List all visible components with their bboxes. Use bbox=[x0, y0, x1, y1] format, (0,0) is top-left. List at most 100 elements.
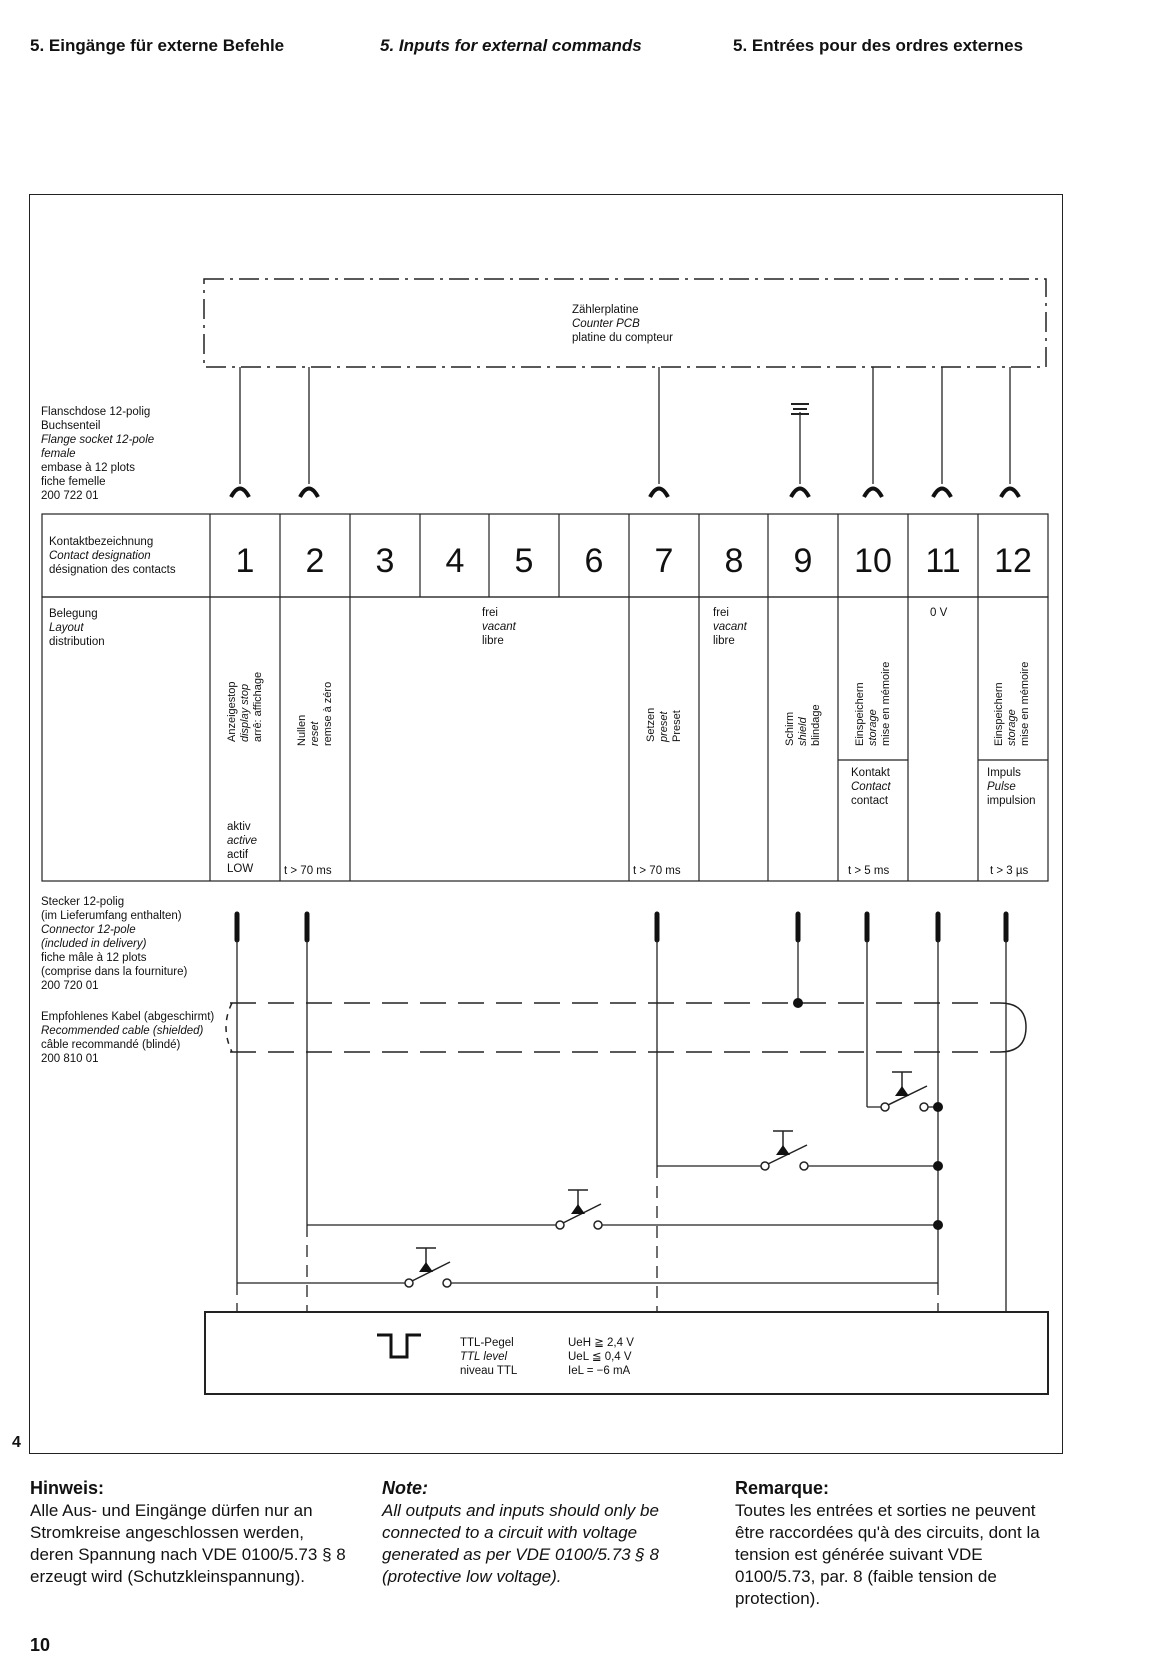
vacant-en: vacant bbox=[482, 621, 516, 633]
zero-volt-label: 0 V bbox=[930, 607, 948, 619]
connector-l2: (im Lieferumfang enthalten) bbox=[41, 910, 182, 922]
pin-number: 4 bbox=[445, 542, 465, 580]
col2-function: Nullen reset remse à zéro bbox=[296, 682, 335, 746]
ttl-v3: IeL = −6 mA bbox=[568, 1365, 631, 1377]
flange-l7: 200 722 01 bbox=[41, 490, 99, 502]
col10-type: Kontakt Contact contact bbox=[851, 766, 891, 808]
pin-number: 9 bbox=[793, 542, 813, 580]
vacant-fr: libre bbox=[482, 635, 504, 647]
ttl-fr: niveau TTL bbox=[460, 1365, 518, 1377]
connector-l3: Connector 12-pole bbox=[41, 924, 136, 936]
flange-l1: Flanschdose 12-polig bbox=[41, 406, 151, 418]
cable-l3: câble recommandé (blindé) bbox=[41, 1039, 181, 1051]
cable-l4: 200 810 01 bbox=[41, 1053, 99, 1065]
ttl-v1: UeH ≧ 2,4 V bbox=[568, 1337, 634, 1349]
col7-fr: Preset bbox=[671, 710, 683, 742]
pin-number: 2 bbox=[305, 542, 325, 580]
page-left-number: 4 bbox=[12, 1434, 21, 1451]
page-number: 10 bbox=[30, 1635, 51, 1655]
header-fr: 5. Entrées pour des ordres externes bbox=[733, 36, 1024, 55]
pin-number: 7 bbox=[654, 542, 674, 580]
col1-a2: active bbox=[227, 835, 258, 847]
col10-time: t > 5 ms bbox=[848, 865, 890, 877]
pin-number: 3 bbox=[375, 542, 395, 580]
note-body-de: Alle Aus- und Eingänge dürfen nur an Str… bbox=[30, 1501, 346, 1586]
contact-designation-label: Kontaktbezeichnung Contact designation d… bbox=[49, 535, 176, 577]
connector-label: Stecker 12-polig (im Lieferumfang enthal… bbox=[41, 895, 187, 993]
pin-number: 1 bbox=[235, 542, 255, 580]
pin-number: 11 bbox=[925, 542, 961, 580]
col12-k3: impulsion bbox=[987, 795, 1036, 807]
cable-label: Empfohlenes Kabel (abgeschirmt) Recommen… bbox=[41, 1010, 215, 1066]
pin-number: 8 bbox=[724, 542, 744, 580]
col7-en: preset bbox=[658, 711, 670, 742]
col1-de: Anzeigestop bbox=[226, 681, 238, 742]
vacant-en: vacant bbox=[713, 621, 747, 633]
connector-l6: (comprise dans la fourniture) bbox=[41, 966, 188, 978]
contact-de: Kontaktbezeichnung bbox=[49, 536, 154, 548]
col12-function: Einspeichern storage mise en mémoire bbox=[993, 662, 1032, 746]
layout-en: Layout bbox=[49, 622, 84, 634]
connector-l7: 200 720 01 bbox=[41, 980, 99, 992]
col10-en: storage bbox=[867, 709, 879, 746]
cable-l2: Recommended cable (shielded) bbox=[41, 1025, 204, 1037]
col12-k1: Impuls bbox=[987, 767, 1021, 779]
col1-active: aktiv active actif LOW bbox=[227, 820, 257, 876]
pcb-fr: platine du compteur bbox=[572, 332, 674, 344]
col10-function: Einspeichern storage mise en mémoire bbox=[854, 662, 893, 746]
col2-en: reset bbox=[309, 721, 321, 746]
ttl-level-label: TTL-Pegel TTL level niveau TTL bbox=[460, 1336, 517, 1378]
col12-type: Impuls Pulse impulsion bbox=[987, 766, 1036, 808]
col10-k3: contact bbox=[851, 795, 889, 807]
vacant-de: frei bbox=[482, 607, 498, 619]
connector-l5: fiche mâle à 12 plots bbox=[41, 952, 147, 964]
ttl-values: UeH ≧ 2,4 V UeL ≦ 0,4 V IeL = −6 mA bbox=[568, 1336, 634, 1378]
col12-de: Einspeichern bbox=[993, 682, 1005, 746]
col2-de: Nullen bbox=[296, 714, 308, 746]
ttl-de: TTL-Pegel bbox=[460, 1337, 514, 1349]
vacant-fr: libre bbox=[713, 635, 735, 647]
pin-number: 6 bbox=[584, 542, 604, 580]
col12-k2: Pulse bbox=[987, 781, 1016, 793]
col2-time: t > 70 ms bbox=[284, 865, 332, 877]
pcb-de: Zählerplatine bbox=[572, 304, 639, 316]
col7-time: t > 70 ms bbox=[633, 865, 681, 877]
vacant-label-3-6: frei vacant libre bbox=[482, 606, 516, 648]
ttl-en: TTL level bbox=[460, 1351, 508, 1363]
col7-de: Setzen bbox=[645, 707, 657, 742]
pin-number: 12 bbox=[994, 542, 1032, 580]
flange-socket-label: Flanschdose 12-polig Buchsenteil Flange … bbox=[41, 405, 154, 503]
col9-function: Schirm shield blindage bbox=[784, 704, 823, 746]
pcb-en: Counter PCB bbox=[572, 318, 640, 330]
note-body-fr: Toutes les entrées et sorties ne peuvent… bbox=[735, 1501, 1040, 1608]
col12-time: t > 3 µs bbox=[990, 865, 1029, 877]
layout-label: Belegung Layout distribution bbox=[49, 607, 105, 649]
connector-l4: (included in delivery) bbox=[41, 938, 147, 950]
col2-fr: remse à zéro bbox=[322, 681, 334, 746]
col10-fr: mise en mémoire bbox=[880, 661, 892, 746]
vacant-label-8: frei vacant libre bbox=[713, 606, 747, 648]
col1-a4: LOW bbox=[227, 863, 254, 875]
pin-number: 10 bbox=[854, 542, 892, 580]
col1-en: display stop bbox=[239, 683, 251, 742]
flange-l3: Flange socket 12-pole bbox=[41, 434, 155, 446]
flange-l5: embase à 12 plots bbox=[41, 462, 135, 474]
counter-pcb-label: Zählerplatine Counter PCB platine du com… bbox=[572, 303, 673, 345]
col1-a3: actif bbox=[227, 849, 249, 861]
note-title-fr: Remarque: bbox=[735, 1478, 830, 1498]
ttl-v2: UeL ≦ 0,4 V bbox=[568, 1351, 632, 1363]
pin-number: 5 bbox=[514, 542, 534, 580]
contact-fr: désignation des contacts bbox=[49, 564, 176, 576]
note-title-en: Note: bbox=[382, 1478, 428, 1498]
diagram-frame bbox=[29, 194, 1063, 1454]
connector-l1: Stecker 12-polig bbox=[41, 896, 125, 908]
col12-en: storage bbox=[1006, 709, 1018, 746]
note-title-de: Hinweis: bbox=[30, 1478, 105, 1498]
col9-de: Schirm bbox=[784, 711, 796, 746]
col9-fr: blindage bbox=[810, 704, 822, 746]
col9-en: shield bbox=[797, 717, 809, 746]
col10-de: Einspeichern bbox=[854, 682, 866, 746]
col10-k2: Contact bbox=[851, 781, 891, 793]
col1-function: Anzeigestop display stop arrê: affichage bbox=[226, 672, 265, 742]
